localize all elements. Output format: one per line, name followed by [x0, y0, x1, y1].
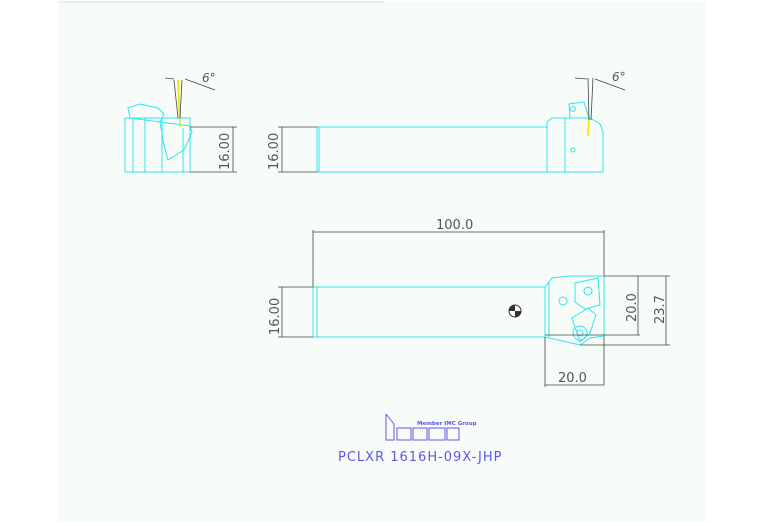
head-total-label: 23.7: [653, 295, 668, 324]
angle-label-left: 6°: [202, 71, 216, 85]
head-height-label: 20.0: [625, 293, 640, 322]
top-view: 100.0 16.00 20.0 23.7 20.0: [268, 218, 670, 387]
center-mark-icon: [508, 304, 522, 318]
part-number: PCLXR 1616H-09X-JHP: [338, 450, 502, 465]
angle-label-right: 6°: [612, 70, 626, 84]
front-height-label: 16.00: [218, 133, 233, 170]
top-height-label: 16.00: [268, 298, 283, 335]
iscar-logo: Member IMC Group: [385, 413, 477, 441]
logo-tagline: Member IMC Group: [417, 421, 477, 427]
side-view: 6° 16.00: [267, 70, 626, 173]
side-height-label: 16.00: [267, 133, 282, 170]
overall-length-label: 100.0: [436, 218, 473, 233]
head-width-label: 20.0: [558, 371, 587, 386]
front-view: 6° 16.00: [124, 71, 237, 173]
sheet-background: [58, 2, 706, 522]
